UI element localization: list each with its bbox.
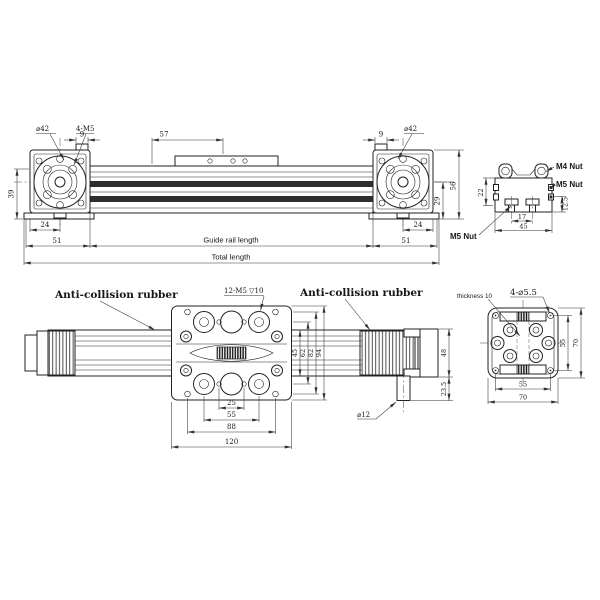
dim-9-left: 9 [80, 131, 84, 139]
dim-25: 25 [227, 399, 236, 407]
dim-dia-right: ⌀42 [404, 125, 417, 133]
label-rubber-right: Anti-collision rubber [299, 287, 423, 299]
carriage-side [174, 155, 279, 167]
dim-total-length: Total length [212, 253, 251, 262]
dim-55-v: 55 [559, 339, 567, 347]
dim-56: 56 [450, 181, 458, 190]
plan-view: Anti-collision rubber Anti-collision rub… [24, 287, 453, 449]
extrusion-section [493, 163, 554, 224]
left-rubber-end [24, 330, 76, 376]
dim-dia12: ⌀12 [357, 411, 370, 419]
dim-39: 39 [8, 190, 16, 199]
dim-120: 120 [225, 438, 238, 446]
dim-62: 62 [299, 349, 307, 357]
flange-view: thickness 10 4-⌀5.5 55 70 55 70 [457, 288, 585, 404]
dim-51-right: 51 [402, 237, 411, 245]
dim-45-profile: 45 [519, 223, 527, 231]
label-m4-nut: M4 Nut [556, 162, 583, 171]
label-m5-nut-side: M5 Nut [556, 180, 583, 189]
label-rubber-left: Anti-collision rubber [54, 289, 178, 301]
right-end-block [368, 143, 440, 220]
dim-4m5: 4-M5 [76, 125, 94, 133]
dim-9-right: 9 [379, 131, 383, 139]
dim-88: 88 [227, 423, 236, 431]
carriage-plate [171, 305, 292, 401]
label-m5-nut-bottom: M5 Nut [450, 232, 477, 241]
dim-12-5: 12.5 [562, 197, 570, 211]
dim-guide-rail-length: Guide rail length [203, 236, 258, 245]
dim-29: 29 [434, 197, 442, 206]
dim-70-h: 70 [519, 394, 527, 402]
dim-82: 82 [307, 349, 315, 357]
rail-body-side [89, 165, 374, 214]
dim-94: 94 [315, 349, 323, 357]
profile-view: M4 Nut M5 Nut M5 Nut 22 17 45 12.5 [450, 162, 583, 241]
label-thickness: thickness 10 [457, 293, 492, 300]
dim-22: 22 [477, 188, 485, 196]
dim-24-left: 24 [41, 221, 50, 229]
label-4dia5-5: 4-⌀5.5 [510, 288, 537, 298]
label-12m5: 12-M5 ▽10 [224, 287, 263, 295]
dim-55-plan: 55 [227, 411, 236, 419]
right-rubber-end [359, 328, 439, 412]
dim-23-5: 23.5 [440, 382, 448, 396]
dim-48: 48 [440, 349, 448, 357]
flange-plate [487, 307, 559, 379]
dim-55-h: 55 [519, 381, 527, 389]
dim-51-left: 51 [53, 237, 62, 245]
dim-57: 57 [160, 131, 169, 139]
dim-24-right: 24 [414, 221, 423, 229]
dim-70-v: 70 [572, 339, 580, 347]
left-end-block [23, 143, 95, 220]
dim-17: 17 [518, 213, 526, 221]
dim-45-plan: 45 [291, 349, 299, 357]
front-view: ⌀42 4-M5 9 57 9 ⌀42 39 29 [8, 125, 464, 265]
dim-dia-left: ⌀42 [36, 125, 49, 133]
